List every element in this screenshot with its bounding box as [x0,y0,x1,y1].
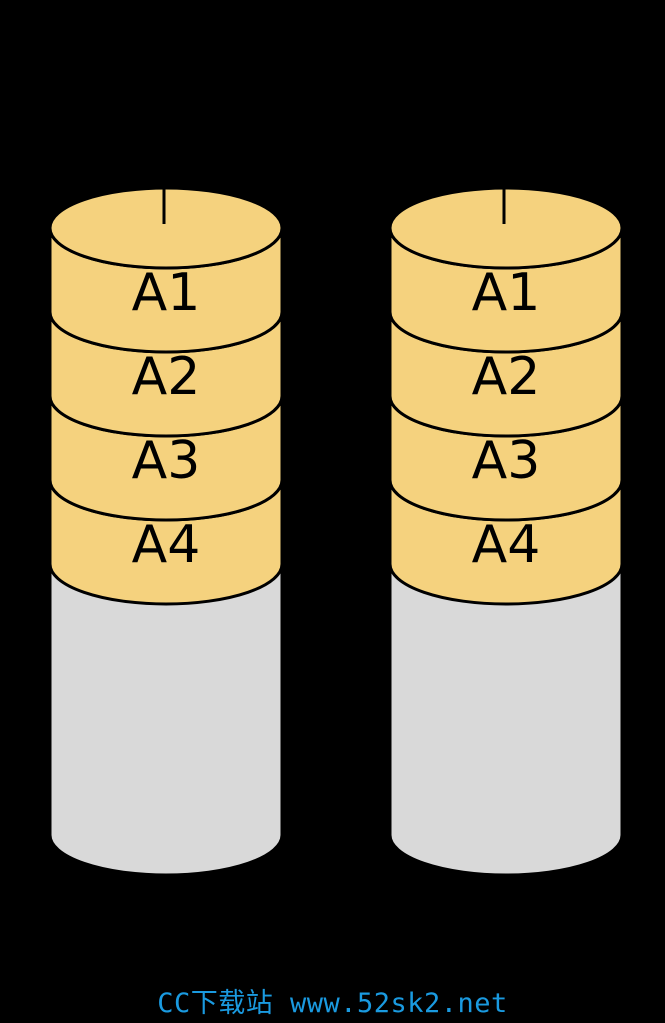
watermark-text: CC下载站 www.52sk2.net [157,988,508,1019]
disk-empty-space [48,562,284,877]
disk-empty-space [388,562,624,877]
disk-2: A4 A3 A2 A1 [388,186,624,877]
block-label: A4 [472,515,541,575]
block-label: A1 [132,263,201,323]
block-label: A2 [132,347,201,407]
block-label: A1 [472,263,541,323]
block-label: A3 [472,431,541,491]
disk-1: A4 A3 A2 A1 [48,186,284,877]
block-label: A4 [132,515,201,575]
disk-top-cap [388,186,624,270]
block-label: A2 [472,347,541,407]
block-label: A3 [132,431,201,491]
disk-top-cap [48,186,284,270]
